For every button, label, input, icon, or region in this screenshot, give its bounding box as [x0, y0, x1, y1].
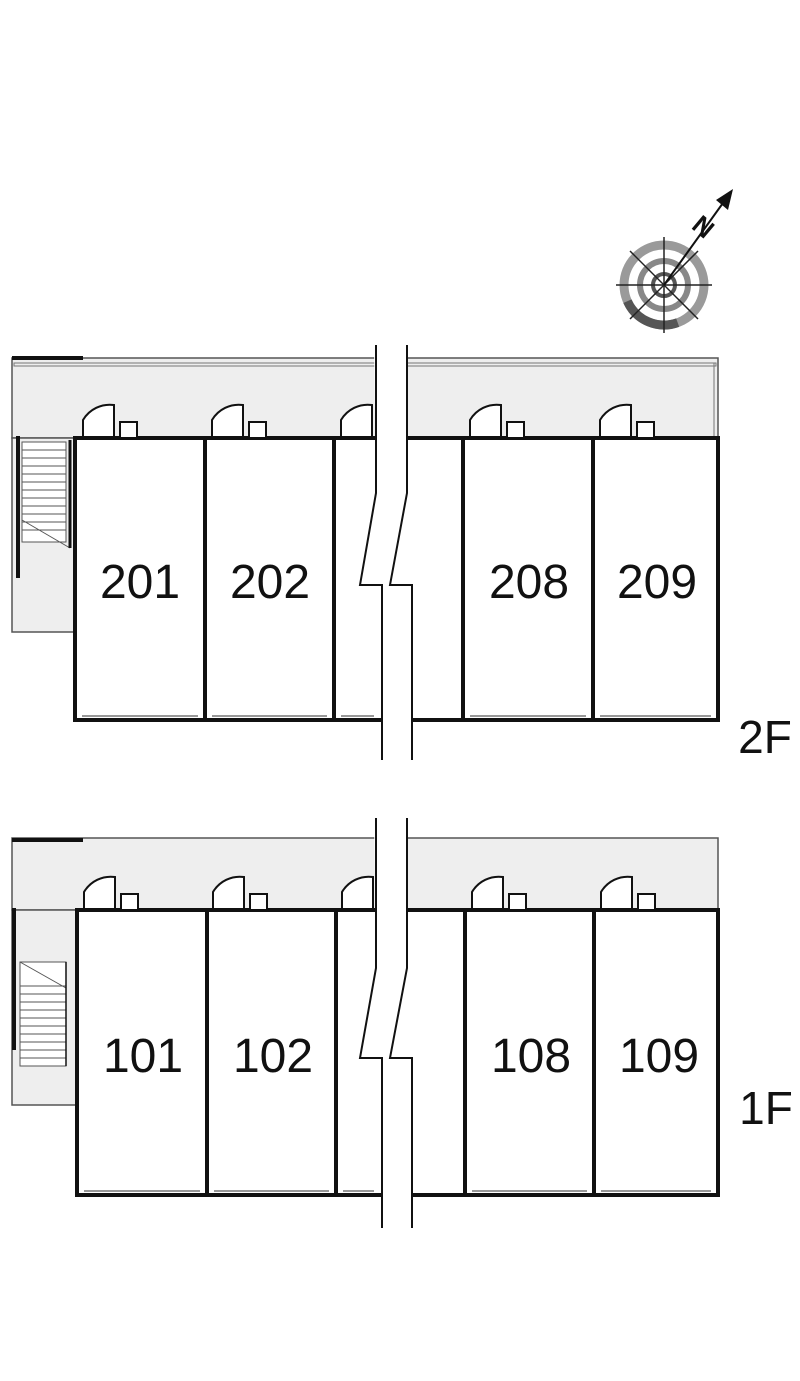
- staircase-1f: [12, 908, 67, 1067]
- unit-label: 108: [491, 1030, 571, 1083]
- floor-1f: 101 102 108 109 1F: [11, 818, 793, 1228]
- doors-2f: [82, 403, 655, 439]
- staircase-2f: [16, 436, 72, 578]
- corridor-1f-left: [11, 837, 377, 911]
- unit-label: 201: [100, 556, 180, 609]
- corridor-1f-right: [405, 837, 719, 911]
- break-band-2f: [360, 345, 412, 760]
- floor-2f: 201 202 208 209 2F: [11, 345, 792, 763]
- break-band-1f: [360, 818, 412, 1228]
- floor-label-2f: 2F: [738, 711, 792, 763]
- doors-1f: [83, 875, 656, 911]
- corridor-2f-left: [11, 357, 377, 439]
- north-arrow-icon: [663, 189, 733, 286]
- corridor-2f-right: [405, 357, 719, 439]
- unit-label: 109: [619, 1030, 699, 1083]
- unit-label: 202: [230, 556, 310, 609]
- compass-ring-icon: [616, 237, 712, 333]
- floor-label-1f: 1F: [739, 1082, 793, 1134]
- unit-label: 102: [233, 1030, 313, 1083]
- compass: N: [616, 189, 733, 333]
- unit-label: 208: [489, 556, 569, 609]
- unit-label: 101: [103, 1030, 183, 1083]
- unit-label: 209: [617, 556, 697, 609]
